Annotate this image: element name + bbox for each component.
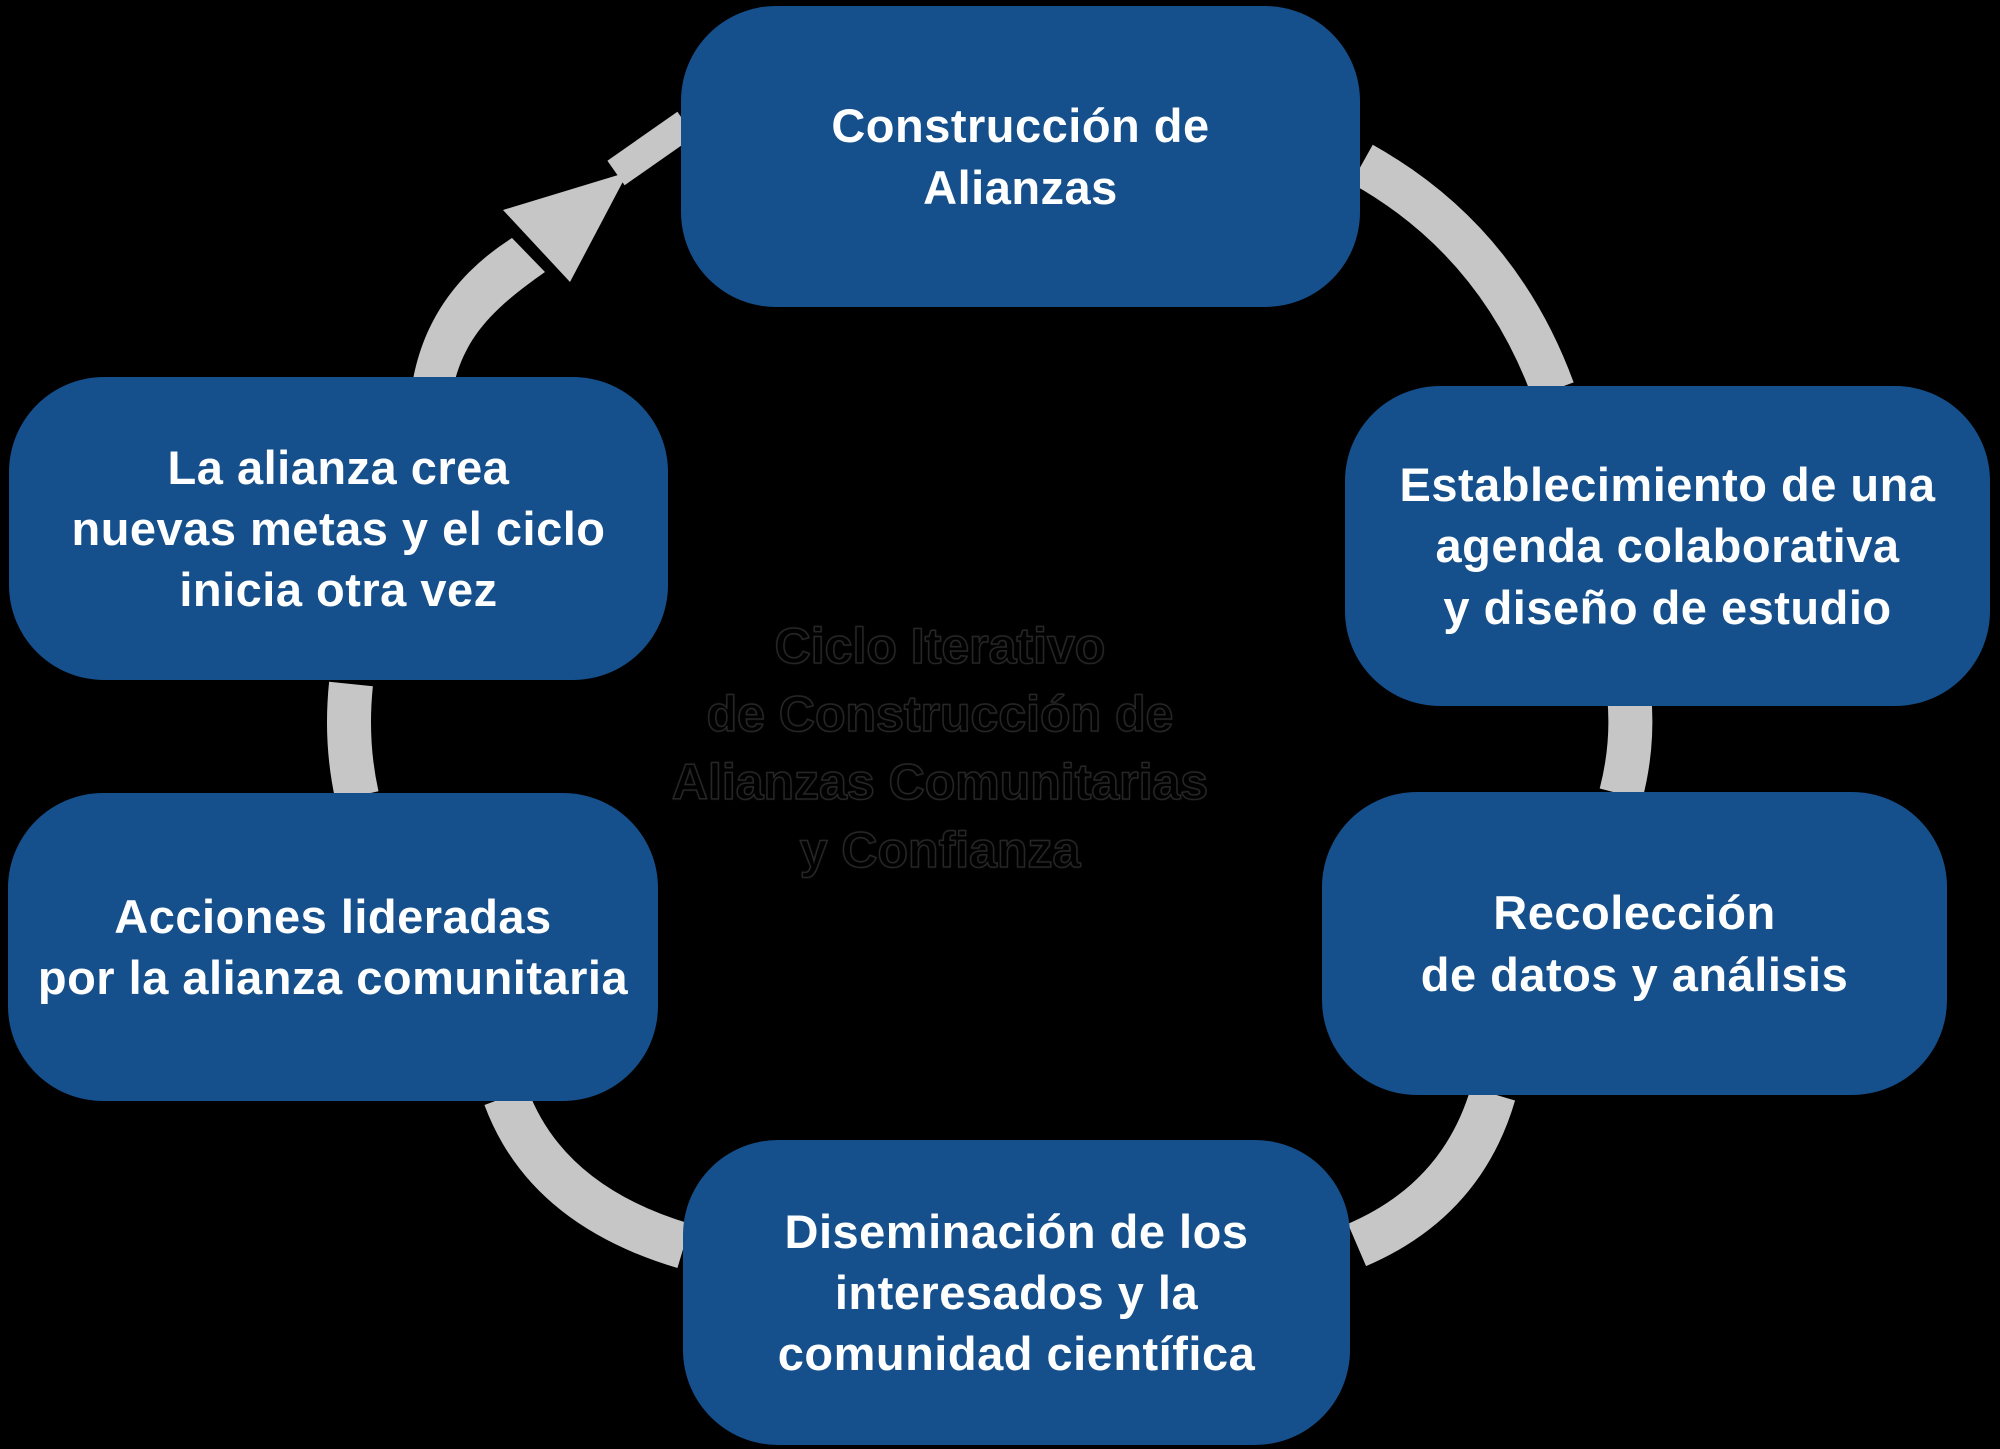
node-label: La alianza crea nuevas metas y el ciclo … — [71, 440, 606, 617]
node-construccion-de-alianzas: Construcción de Alianzas — [681, 6, 1360, 307]
node-alianza-nuevas-metas: La alianza crea nuevas metas y el ciclo … — [9, 377, 668, 680]
cycle-title: Ciclo Iterativo de Construcción de Alian… — [671, 617, 1209, 879]
arc-segment-bottom-right — [1347, 1087, 1516, 1267]
cycle-arrow-head-icon — [503, 172, 628, 282]
arc-segment-bottom-left — [484, 1088, 691, 1269]
node-label: Acciones lideradas por la alianza comuni… — [37, 889, 629, 1004]
node-label: Diseminación de los interesados y la com… — [777, 1204, 1256, 1381]
node-diseminacion: Diseminación de los interesados y la com… — [683, 1140, 1350, 1445]
arc-segment-top-right — [1351, 144, 1574, 398]
node-label: Construcción de Alianzas — [831, 99, 1210, 214]
node-label: Establecimiento de una agenda colaborati… — [1399, 458, 1936, 634]
node-recoleccion-datos: Recolección de datos y análisis — [1322, 792, 1947, 1095]
cycle-arrow-shaft — [413, 238, 545, 380]
arc-segment-arrow-stub — [607, 111, 695, 186]
node-label: Recolección de datos y análisis — [1420, 886, 1849, 1001]
node-acciones-lideradas: Acciones lideradas por la alianza comuni… — [8, 793, 658, 1101]
node-establecimiento-agenda: Establecimiento de una agenda colaborati… — [1345, 386, 1990, 706]
arc-segment-left — [327, 681, 379, 801]
arc-segment-right — [1599, 691, 1653, 800]
